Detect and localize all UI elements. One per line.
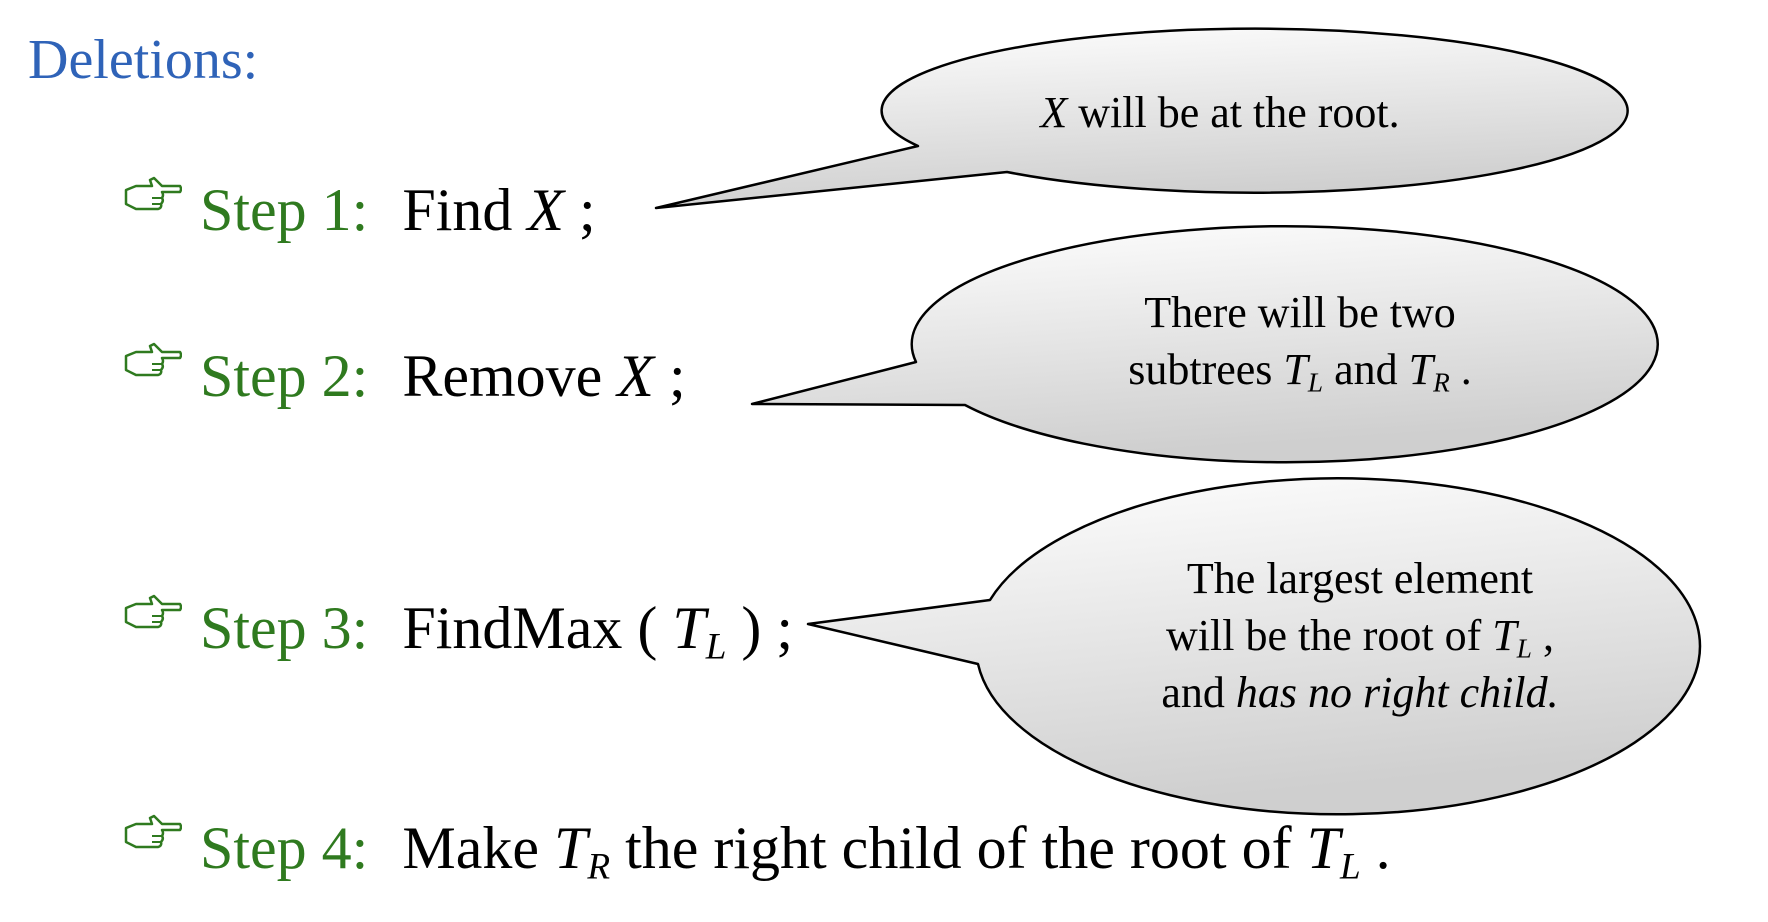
callout-text-1: X will be at the root.	[1040, 88, 1400, 137]
step-label: Step 3:	[200, 595, 369, 661]
callout-line: The largest element	[1186, 554, 1534, 603]
variable-x: X	[617, 343, 654, 409]
step-text: Find X ;	[402, 177, 596, 243]
variable-t: T	[1408, 345, 1434, 395]
subscript: R	[587, 846, 611, 888]
callout-text-2: There will be two subtrees TL and TR .	[1000, 284, 1600, 398]
step-text: FindMax ( TL ) ;	[402, 595, 794, 668]
callout-line: will be the root of TL ,	[1166, 611, 1554, 664]
step-3: Step 3: FindMax ( TL ) ;	[124, 594, 794, 668]
step-4: Step 4: Make TR the right child of the ro…	[124, 814, 1391, 888]
subscript: L	[1339, 846, 1361, 888]
pointing-hand-icon	[124, 342, 182, 377]
subscript: L	[1516, 633, 1532, 664]
pointing-hand-icon	[124, 594, 182, 629]
callout-bubble-2	[750, 224, 1659, 464]
callout-text-3: The largest element will be the root of …	[1060, 550, 1660, 722]
subscript: L	[1307, 367, 1324, 398]
step-2: Step 2: Remove X ;	[124, 342, 686, 406]
callout-line: There will be two	[1144, 288, 1456, 337]
step-text: Make TR the right child of the root of T…	[402, 815, 1391, 888]
variable-t: T	[553, 815, 588, 881]
callout-bubble-1	[654, 27, 1629, 210]
pointing-hand-icon	[124, 814, 182, 849]
step-1: Step 1: Find X ;	[124, 176, 596, 240]
step-label: Step 4:	[200, 815, 369, 881]
callout-line: subtrees TL and TR .	[1128, 345, 1472, 398]
slide-title: Deletions:	[28, 29, 259, 91]
callout-line: and has no right child.	[1161, 668, 1559, 718]
variable-t: T	[1492, 611, 1517, 661]
callout-bubble-3	[806, 477, 1702, 816]
subscript: L	[705, 626, 727, 668]
variable-t: T	[1306, 815, 1340, 881]
subscript: R	[1433, 367, 1450, 398]
variable-x: X	[527, 177, 565, 243]
step-label: Step 2:	[200, 343, 369, 409]
variable-t: T	[1283, 345, 1308, 395]
step-label: Step 1:	[200, 177, 369, 243]
variable-t: T	[672, 595, 706, 661]
variable-x: X	[1040, 88, 1068, 137]
pointing-hand-icon	[124, 176, 182, 211]
step-text: Remove X ;	[402, 343, 686, 409]
